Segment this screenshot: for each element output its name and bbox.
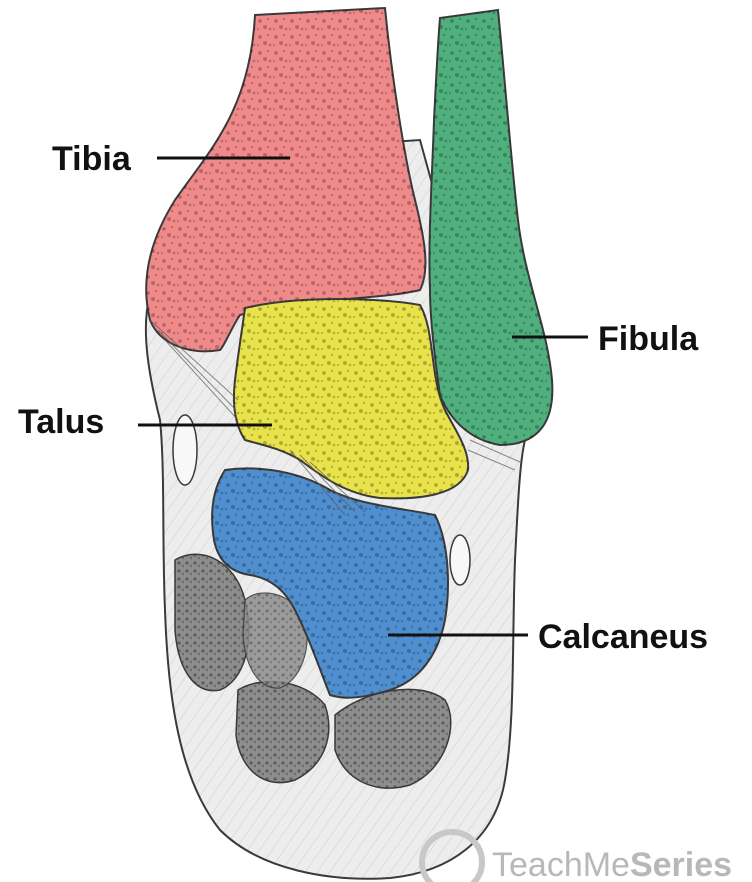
watermark-text: TeachMeSeries: [492, 846, 732, 882]
fibula-bone-texture: [429, 10, 552, 445]
fibula-label: Fibula: [598, 320, 699, 358]
tendon-lateral: [450, 535, 470, 585]
watermark-prefix: TeachMe: [492, 846, 630, 882]
calcaneus-label: Calcaneus: [538, 618, 708, 656]
tibia-label: Tibia: [52, 140, 132, 178]
talus-label: Talus: [18, 403, 104, 441]
watermark-suffix: Series: [630, 846, 732, 882]
watermark: TeachMeSeries: [422, 832, 732, 882]
